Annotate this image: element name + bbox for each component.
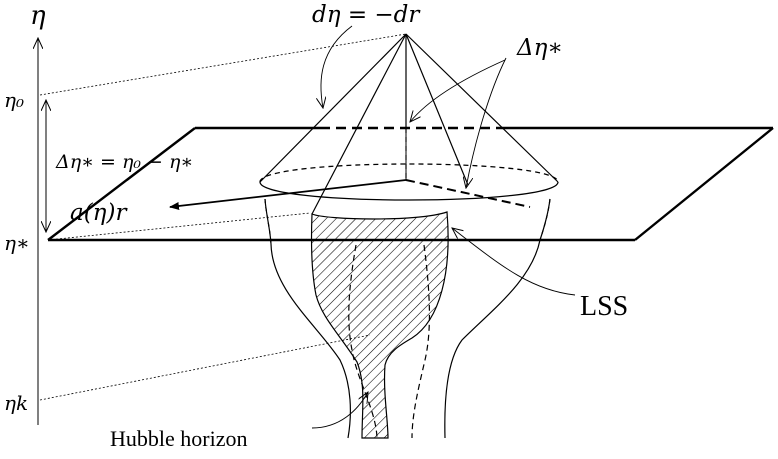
callout-arrows: [311, 25, 576, 429]
hatched-region: [310, 211, 449, 439]
eta0-label: η₀: [4, 88, 24, 112]
cone-relation-label: dη = −dr: [312, 2, 421, 28]
hubble-horizon-label: Hubble horizon: [110, 426, 247, 451]
delta-eta-star-label: Δη∗: [516, 35, 563, 61]
callout-delta-eta-left: [410, 59, 506, 122]
future-light-cone: [259, 33, 559, 215]
callout-delta-eta-right: [466, 57, 507, 188]
etastar-label: η∗: [4, 231, 30, 255]
eta-axis-label: η: [30, 1, 46, 31]
projection-etak: [39, 334, 371, 401]
callout-d-eta: [321, 25, 353, 108]
callout-lss: [452, 228, 576, 296]
radius-label: a(η)r: [70, 200, 128, 226]
lss-label: LSS: [580, 291, 628, 322]
lss-ellipse: [259, 163, 559, 201]
radius-line-hidden: [405, 179, 531, 208]
etak-label: ηk: [4, 391, 28, 415]
hubble-horizon-dashed: [264, 198, 551, 439]
constant-time-plane: [47, 126, 774, 242]
delta-eta-formula-label: Δη∗ = η₀ − η∗: [55, 151, 193, 173]
radius-arrow: [169, 179, 407, 210]
projection-lines: [39, 33, 407, 401]
projection-eta0: [39, 33, 407, 96]
callout-hubble: [311, 392, 368, 429]
